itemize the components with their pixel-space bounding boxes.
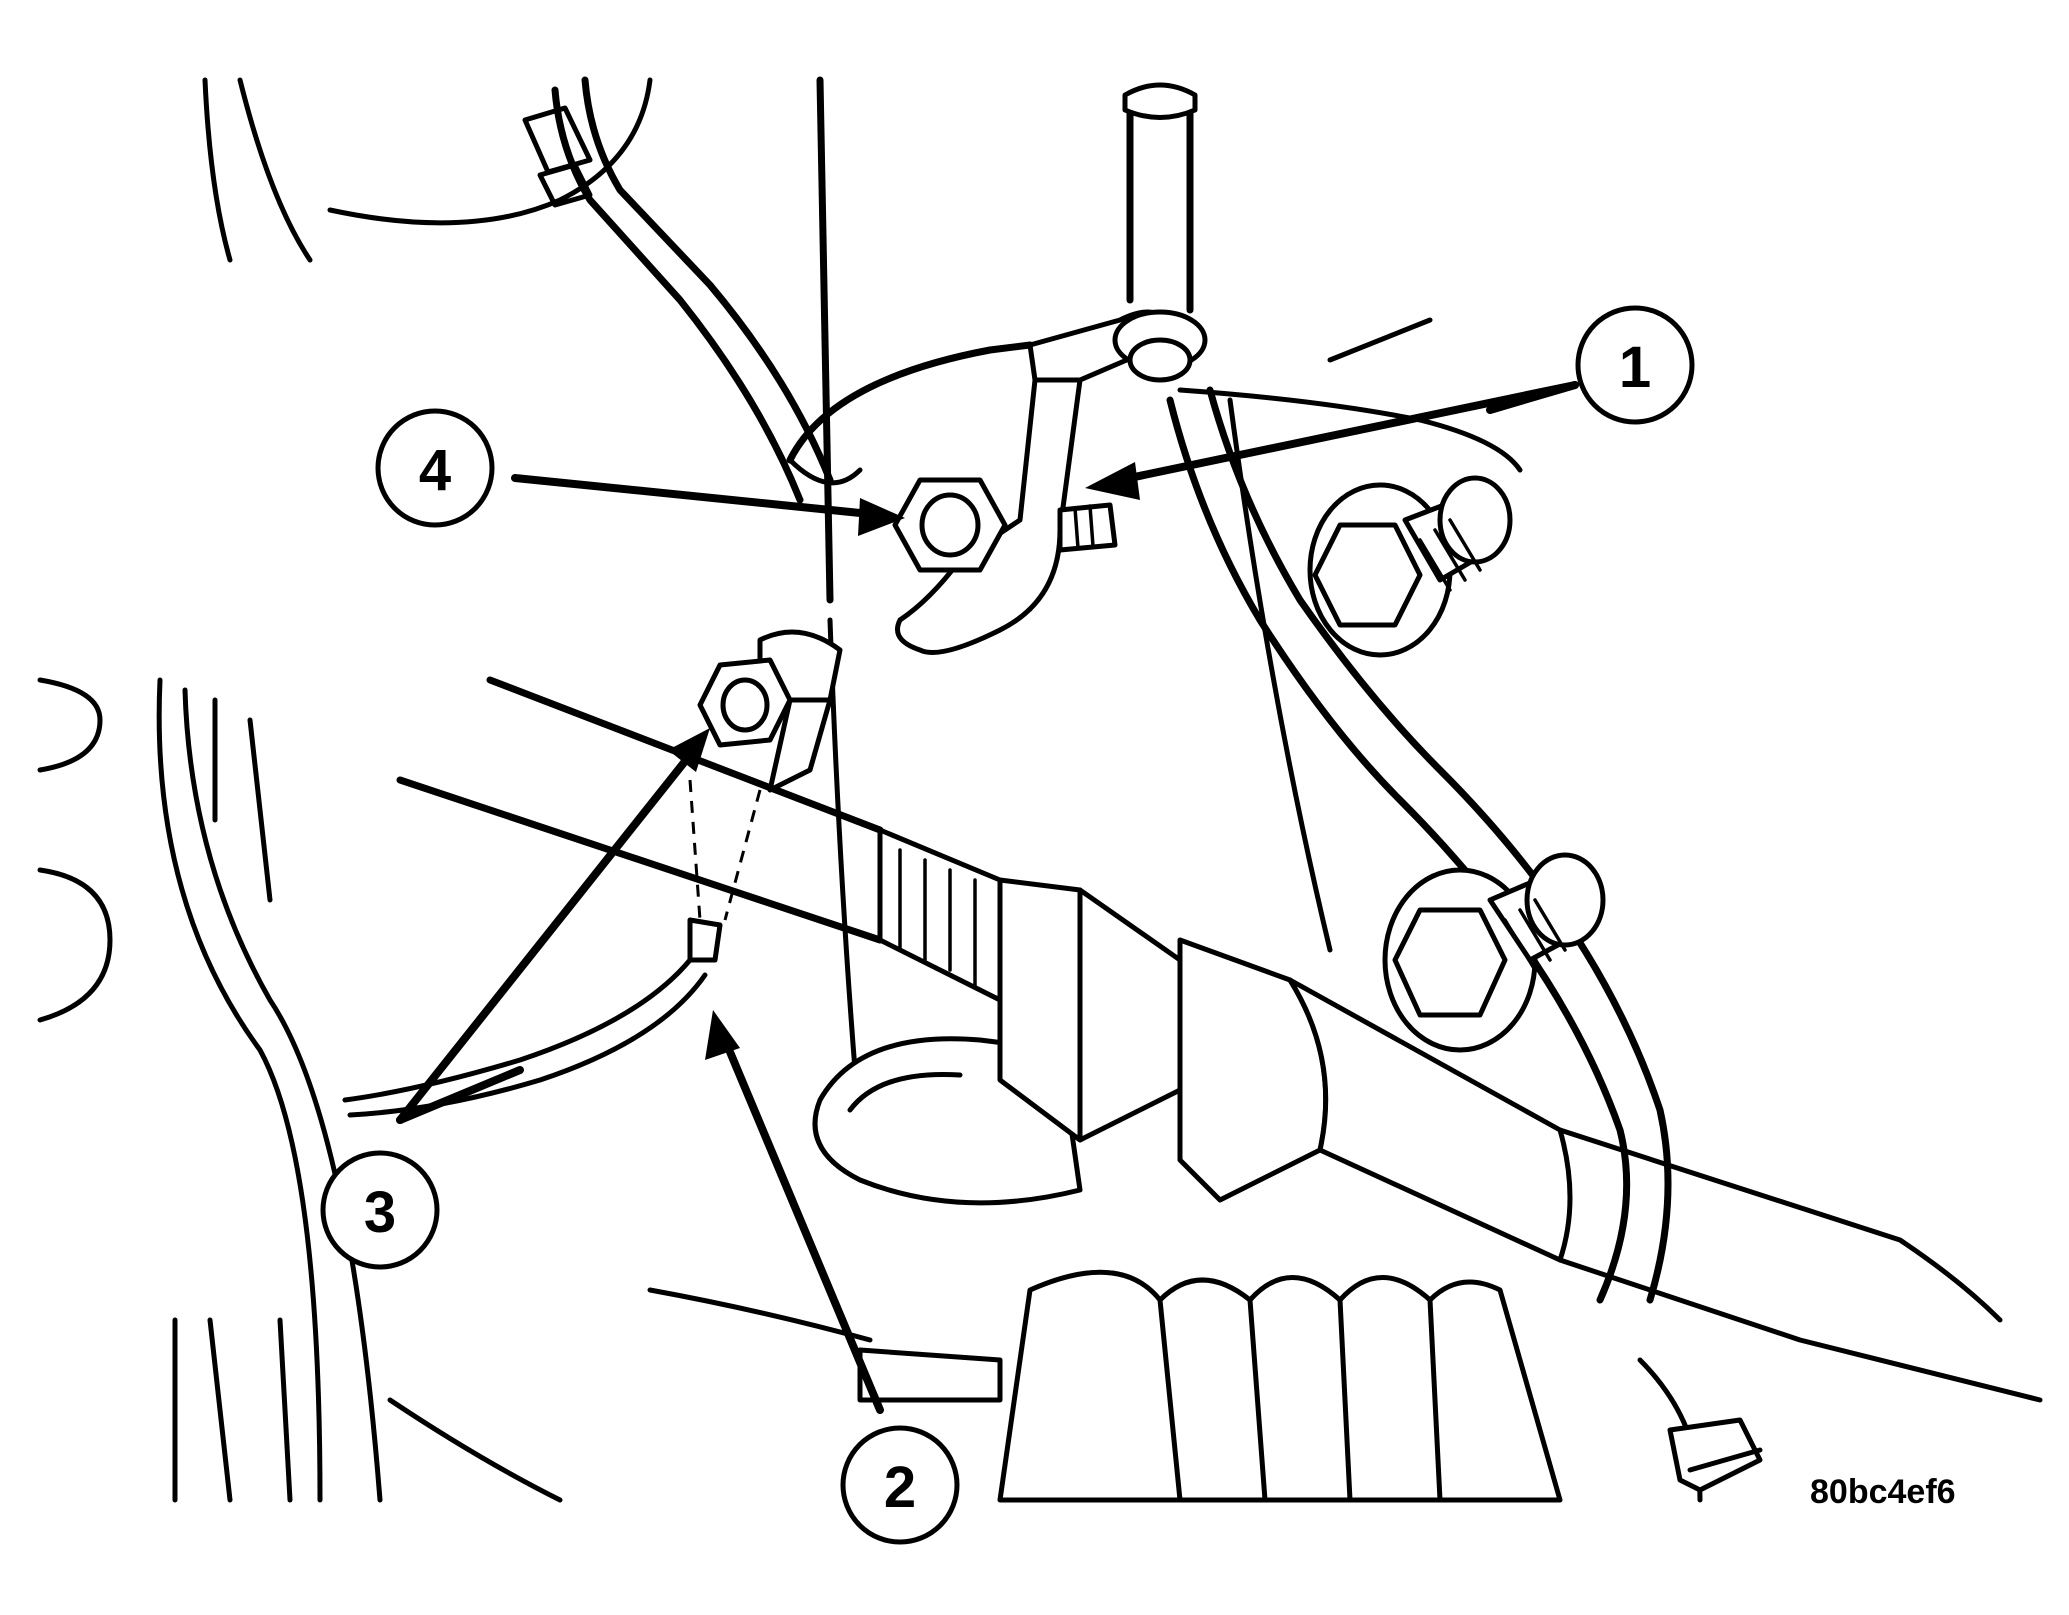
- callout-1: 1: [1575, 305, 1695, 425]
- upper-knuckle-bolt: [1307, 475, 1513, 658]
- callout-1-label: 1: [1619, 335, 1651, 400]
- callout-4-label: 4: [419, 438, 451, 503]
- lower-knuckle-bolt: [1382, 852, 1606, 1053]
- reference-code: 80bc4ef6: [1810, 1473, 1956, 1511]
- callout-3-label: 3: [364, 1180, 396, 1245]
- clamp-bolt-3: [697, 629, 843, 793]
- bracket-bolt-4: [892, 477, 1118, 573]
- background-linework: [37, 76, 2043, 1503]
- callout-2: 2: [840, 1425, 960, 1545]
- leader-lines: [396, 381, 1579, 1414]
- callout-2-label: 2: [884, 1455, 916, 1520]
- callout-3: 3: [320, 1150, 440, 1270]
- callout-4: 4: [375, 408, 495, 528]
- boot-bellows: [647, 1269, 1563, 1503]
